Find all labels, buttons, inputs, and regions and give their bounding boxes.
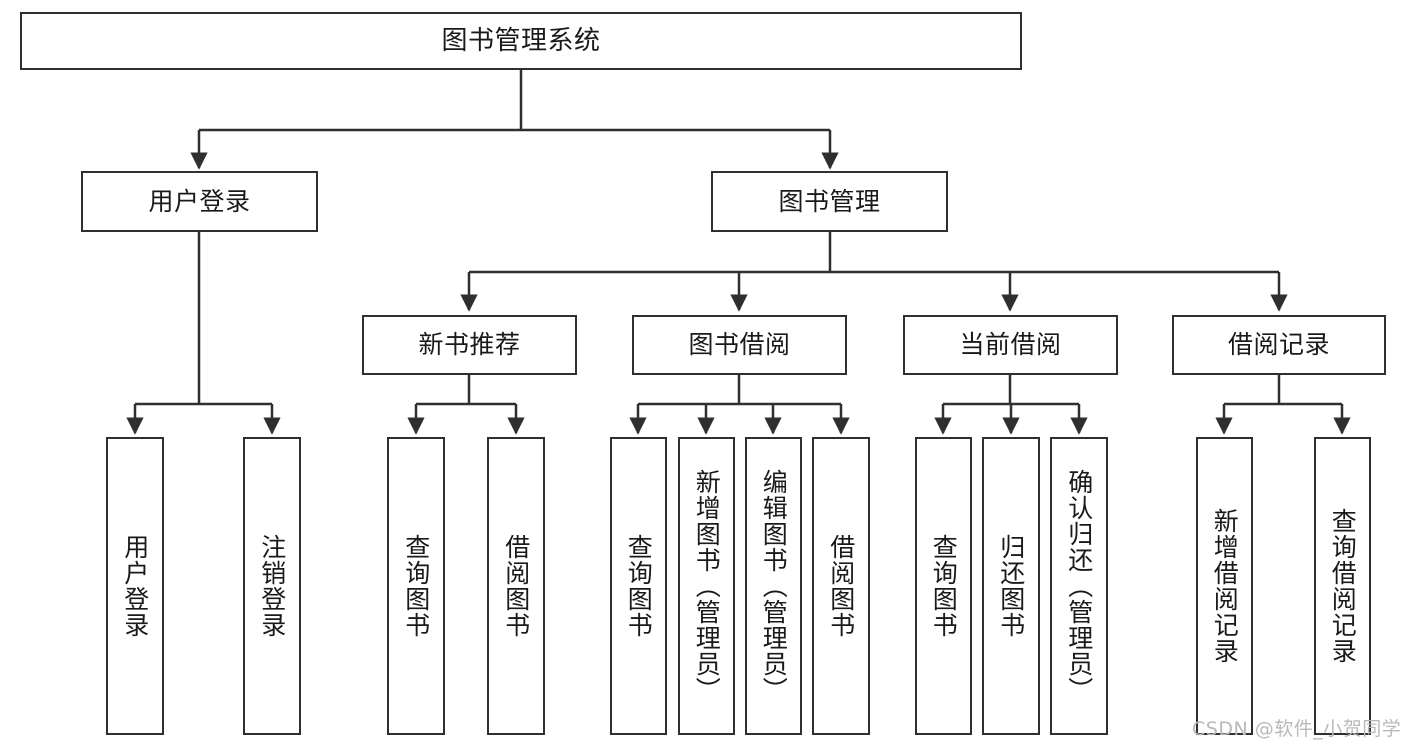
node-new-book-recommend-label: 新书推荐 [418, 330, 521, 360]
node-user-login-label: 用户登录 [148, 186, 251, 216]
node-leaf-query-book-current[interactable]: 查询图书 [915, 437, 972, 735]
node-borrow-record-label: 借阅记录 [1227, 330, 1330, 360]
node-user-login[interactable]: 用户登录 [81, 171, 318, 232]
node-leaf-query-book[interactable]: 查询图书 [610, 437, 667, 735]
csdn-watermark: CSDN @软件_小贺同学 [1192, 718, 1402, 740]
node-leaf-add-borrow-record-label: 新增借阅记录 [1210, 508, 1240, 664]
node-borrow-record[interactable]: 借阅记录 [1172, 315, 1386, 375]
node-leaf-return-book-label: 归还图书 [996, 534, 1026, 638]
node-leaf-query-book-recommend[interactable]: 查询图书 [387, 437, 445, 735]
node-leaf-borrow-book-recommend[interactable]: 借阅图书 [487, 437, 545, 735]
node-root[interactable]: 图书管理系统 [20, 12, 1022, 70]
node-leaf-edit-book-admin[interactable]: 编辑图书（管理员） [745, 437, 802, 735]
node-leaf-query-borrow-record[interactable]: 查询借阅记录 [1314, 437, 1371, 735]
node-book-borrow[interactable]: 图书借阅 [632, 315, 847, 375]
node-leaf-edit-book-admin-label: 编辑图书（管理员） [759, 469, 789, 703]
node-leaf-borrow-book-recommend-label: 借阅图书 [501, 534, 531, 638]
node-leaf-user-login-label: 用户登录 [120, 534, 150, 638]
node-book-borrow-label: 图书借阅 [688, 330, 791, 360]
node-leaf-query-borrow-record-label: 查询借阅记录 [1328, 508, 1358, 664]
node-leaf-return-book[interactable]: 归还图书 [982, 437, 1040, 735]
node-leaf-user-login[interactable]: 用户登录 [106, 437, 164, 735]
node-leaf-logout-label: 注销登录 [257, 534, 287, 638]
node-leaf-add-borrow-record[interactable]: 新增借阅记录 [1196, 437, 1253, 735]
node-leaf-logout[interactable]: 注销登录 [243, 437, 301, 735]
node-leaf-borrow-book[interactable]: 借阅图书 [812, 437, 870, 735]
node-leaf-query-book-current-label: 查询图书 [929, 534, 959, 638]
node-current-borrow-label: 当前借阅 [959, 330, 1062, 360]
node-leaf-add-book-admin[interactable]: 新增图书（管理员） [678, 437, 735, 735]
node-leaf-confirm-return-admin-label: 确认归还（管理员） [1064, 469, 1094, 703]
node-new-book-recommend[interactable]: 新书推荐 [362, 315, 577, 375]
node-root-label: 图书管理系统 [441, 25, 601, 56]
node-leaf-query-book-recommend-label: 查询图书 [401, 534, 431, 638]
node-leaf-borrow-book-label: 借阅图书 [826, 534, 856, 638]
node-leaf-add-book-admin-label: 新增图书（管理员） [692, 469, 722, 703]
node-current-borrow[interactable]: 当前借阅 [903, 315, 1118, 375]
node-leaf-confirm-return-admin[interactable]: 确认归还（管理员） [1050, 437, 1108, 735]
node-book-management[interactable]: 图书管理 [711, 171, 948, 232]
node-leaf-query-book-label: 查询图书 [624, 534, 654, 638]
node-book-management-label: 图书管理 [778, 186, 881, 216]
